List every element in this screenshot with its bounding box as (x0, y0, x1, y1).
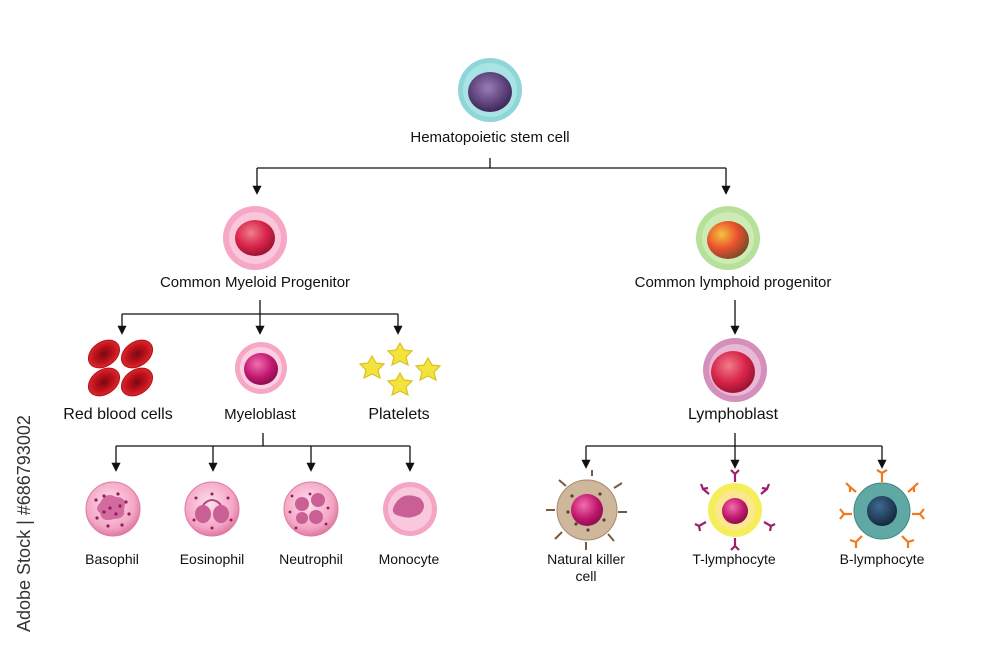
nk-label-line1: Natural killer (547, 551, 625, 567)
eosinophil-cell-icon (184, 481, 240, 537)
cmp-cell-icon (223, 206, 287, 270)
monocyte-cell-icon (383, 482, 437, 536)
platelets-label: Platelets (368, 406, 430, 423)
stem-cell-label: Hematopoietic stem cell (410, 129, 570, 146)
myeloblast-cell-icon (235, 342, 287, 394)
nk-label: Natural killer cell (531, 551, 641, 585)
connectors (111, 158, 887, 472)
myeloblast-label: Myeloblast (224, 406, 296, 423)
clp-cell-icon (696, 206, 760, 270)
b-lymphocyte-cell-icon (839, 469, 925, 548)
natural-killer-cell-icon (546, 470, 627, 550)
neutrophil-label: Neutrophil (279, 551, 343, 567)
cmp-label: Common Myeloid Progenitor (159, 274, 351, 291)
basophil-cell-icon (85, 481, 141, 537)
stem-cell-icon (458, 58, 522, 122)
t-lymphocyte-cell-icon (694, 469, 776, 551)
stock-watermark: Adobe Stock | #686793002 (14, 415, 34, 632)
platelets-icon (358, 341, 442, 397)
lymphoblast-cell-icon (703, 338, 767, 402)
neutrophil-cell-icon (283, 481, 339, 537)
eosinophil-label: Eosinophil (179, 551, 245, 567)
b-lymphocyte-label: B-lymphocyte (839, 551, 925, 567)
clp-label: Common lymphoid progenitor (634, 274, 832, 291)
rbc-label: Red blood cells (63, 406, 173, 423)
red-blood-cells-icon (87, 339, 154, 397)
t-lymphocyte-label: T-lymphocyte (692, 551, 776, 567)
lymphoblast-label: Lymphoblast (687, 406, 779, 423)
monocyte-label: Monocyte (378, 551, 440, 567)
nk-label-line2: cell (575, 568, 597, 584)
basophil-label: Basophil (85, 551, 139, 567)
